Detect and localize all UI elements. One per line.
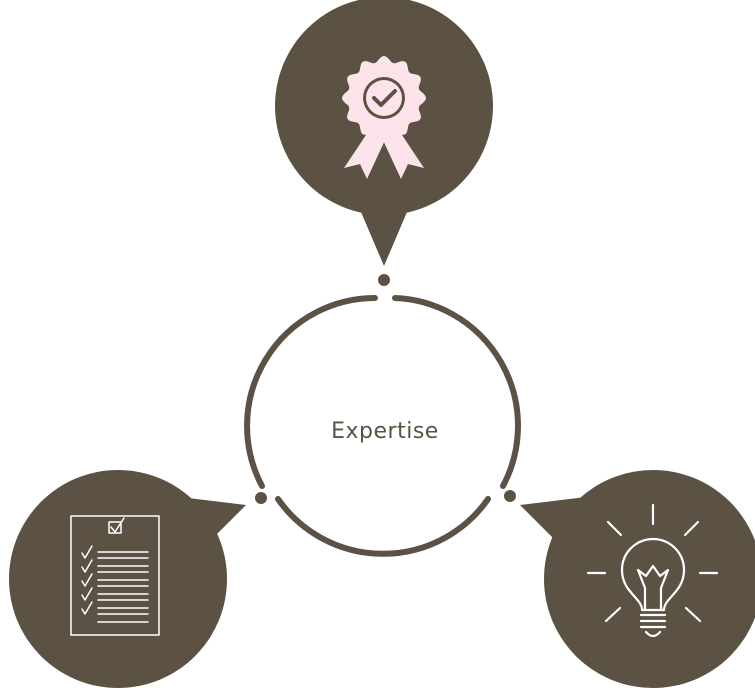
node-bottom-left-bubble: [9, 470, 227, 688]
lightbulb-icon: [586, 503, 719, 638]
connector-dot-top: [378, 274, 390, 286]
node-top-pointer: [358, 205, 410, 266]
node-bottom-right-pointer: [520, 497, 586, 553]
connector-dot-left: [255, 492, 267, 504]
node-bottom-right-bubble: [544, 470, 755, 688]
node-top: [275, 0, 493, 266]
center-label: Expertise: [331, 419, 439, 444]
node-bottom-left-pointer: [180, 497, 246, 553]
ring-arc-bottom: [275, 496, 491, 557]
award-ribbon-icon: [342, 56, 426, 179]
center-ring: [244, 295, 521, 557]
ring-arc-right: [392, 295, 521, 489]
node-bottom-right: [520, 470, 755, 688]
ring-arc-left: [244, 295, 378, 489]
node-bottom-left: [9, 470, 246, 688]
checklist-icon: [70, 515, 160, 636]
connector-dot-right: [504, 490, 516, 502]
